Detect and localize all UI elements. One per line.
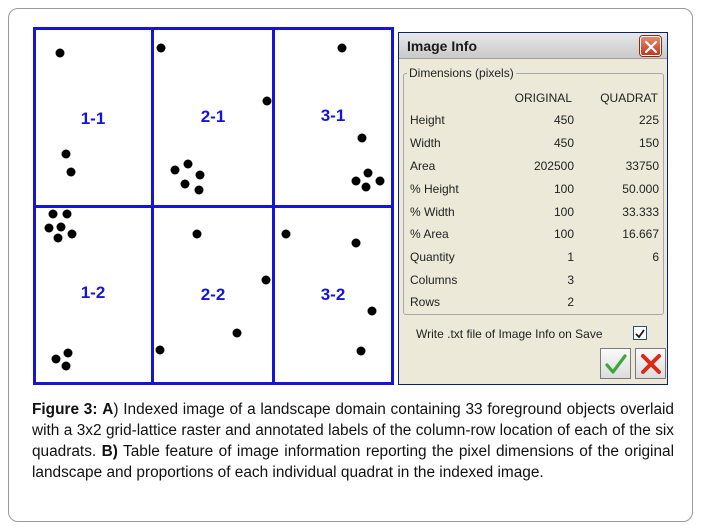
object-dot [195,170,205,180]
object-dot [56,222,66,232]
object-dot [361,182,371,192]
object-dot [351,238,361,248]
table-row: Area 202500 33750 [399,159,667,177]
object-dot [66,167,76,177]
value-quadrat: 150 [638,136,659,150]
quadrat-label-3-1: 3-1 [320,106,346,125]
quadrat-label-1-2: 1-2 [80,283,106,302]
caption-text-a: ) Indexed image of a landscape domain co… [32,401,674,460]
value-quadrat: 50.000 [622,182,659,196]
object-dot [232,328,242,338]
object-dot [53,233,63,243]
quadrat-label-2-2: 2-2 [200,285,226,304]
object-dot [356,346,366,356]
row-label: % Area [410,227,449,241]
row-label: Quantity [410,250,455,264]
object-dot [48,209,58,219]
table-row: Width 450 150 [399,136,667,154]
dimensions-group-label: Dimensions (pixels) [407,66,516,80]
value-original: 100 [553,182,574,196]
row-label: Rows [410,295,441,309]
quadrat-label-1-1: 1-1 [80,109,106,128]
write-txt-checkbox-label: Write .txt file of Image Info on Save [416,327,603,341]
object-dot [61,361,71,371]
row-label: Columns [410,273,458,287]
object-dot [156,43,166,53]
figure-caption: Figure 3: A) Indexed image of a landscap… [32,399,674,483]
value-quadrat: 6 [652,250,659,264]
value-original: 3 [567,273,574,287]
write-txt-checkbox[interactable] [633,326,647,340]
table-row: Columns 3 [399,273,667,291]
image-info-dialog: Image Info Dimensions (pixels) ORIGINAL … [398,32,668,385]
object-dot [183,159,193,169]
value-quadrat: 225 [638,113,659,127]
caption-label-b: B) [101,443,118,460]
row-label: % Width [410,205,455,219]
row-label: Width [410,136,441,150]
value-original: 2 [567,295,574,309]
quadrat-label-2-1: 2-1 [200,107,226,126]
value-original: 100 [553,227,574,241]
table-row: Height 450 225 [399,113,667,131]
table-row: Rows 2 [399,295,667,313]
table-row: % Height 100 50.000 [399,182,667,200]
object-dot [281,229,291,239]
object-dot [61,149,71,159]
quadrat-label-3-2: 3-2 [320,285,346,304]
indexed-image-grid: 1-1 2-1 3-1 1-2 2-2 3-2 [33,27,394,385]
ok-button[interactable] [600,348,631,379]
object-dot [67,229,77,239]
object-dot [55,48,65,58]
object-dot [375,176,385,186]
object-dot [357,133,367,143]
object-dot [351,176,361,186]
object-dot [44,223,54,233]
object-dot [170,165,180,175]
checkmark-icon [635,329,645,339]
object-dot [261,275,271,285]
caption-figure-label: Figure 3: [32,401,98,418]
object-dot [192,229,202,239]
dialog-title: Image Info [407,38,478,54]
object-dot [337,43,347,53]
value-original: 450 [553,136,574,150]
row-label: Height [410,113,445,127]
x-icon [641,354,661,374]
object-dot [63,348,73,358]
checkmark-icon [605,354,627,374]
cancel-button[interactable] [635,348,666,379]
value-quadrat: 33750 [625,159,659,173]
object-dot [51,354,61,364]
value-original: 1 [567,250,574,264]
dialog-titlebar[interactable]: Image Info [399,33,667,59]
row-label: % Height [410,182,459,196]
caption-text-b: Table feature of image information repor… [32,443,675,481]
value-original: 202500 [533,159,574,173]
object-dot [262,96,272,106]
caption-label-a: A [102,401,114,418]
table-row: Quantity 1 6 [399,250,667,268]
object-dot [180,179,190,189]
value-quadrat: 33.333 [622,205,659,219]
dimensions-groupbox [403,73,664,315]
table-row: % Width 100 33.333 [399,205,667,223]
value-original: 100 [553,205,574,219]
close-icon [645,41,657,53]
value-quadrat: 16.667 [622,227,659,241]
column-header-original: ORIGINAL [514,91,572,105]
table-row: % Area 100 16.667 [399,227,667,245]
close-button[interactable] [640,36,661,56]
object-dot [363,168,373,178]
column-header-quadrat: QUADRAT [600,91,658,105]
object-dot [367,306,377,316]
object-dot [62,209,72,219]
row-label: Area [410,159,436,173]
object-dot [194,185,204,195]
value-original: 450 [553,113,574,127]
object-dot [155,345,165,355]
grid-horizontal-line [36,205,391,208]
